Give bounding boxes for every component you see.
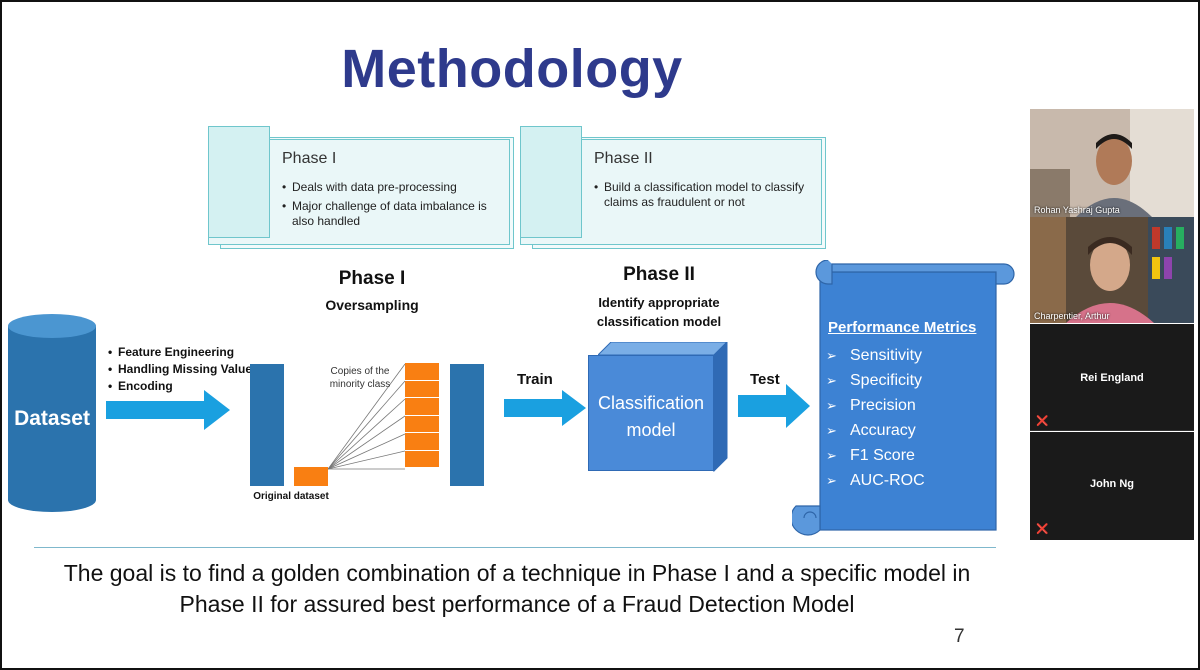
test-arrow-icon [738,384,810,428]
metric-item: Specificity [826,368,925,393]
phase2-subheading: Identify appropriate classification mode… [596,295,722,329]
participant-tile[interactable]: Charpentier, Arthur [1030,217,1194,323]
phase2-heading: Phase II [623,264,695,285]
phase1-subheading: Oversampling [325,297,419,313]
metric-item: Precision [826,393,925,418]
mic-muted-icon: ❌ [1036,416,1049,427]
train-arrow-icon [504,390,586,426]
slide-title: Methodology [341,39,683,99]
participant-video [1030,217,1194,323]
participant-name: Rei England [1080,372,1144,384]
minority-copy-cell [405,433,439,451]
participant-tile[interactable]: Rei England ❌ [1030,324,1194,431]
list-item: Build a classification model to classify… [594,180,816,210]
phase2-card-bullets: Build a classification model to classify… [594,180,816,214]
minority-copy-cell [405,398,439,416]
list-item: Feature Engineering [108,344,252,361]
copies-lines [328,363,406,470]
dataset-label: Dataset [14,407,90,430]
dataset-cylinder [8,314,96,512]
mic-muted-icon: ❌ [1036,524,1049,535]
participant-name: Rohan Yashraj Gupta [1034,205,1120,215]
phase2-card-title: Phase II [594,150,653,167]
participant-video [1030,109,1194,217]
phase1-card-tab [208,126,270,238]
minority-copy-cell [405,415,439,433]
classification-model-label: Classification model [597,393,705,440]
minority-class-bar [294,467,328,486]
list-item: Handling Missing Value [108,361,252,378]
participant-tile[interactable]: John Ng ❌ [1030,432,1194,540]
test-label: Test [750,371,780,388]
model-cube-icon [598,342,728,472]
list-item: Encoding [108,378,252,395]
balanced-class-bar [450,364,484,486]
metrics-title: Performance Metrics [828,319,977,336]
copies-label: Copies of the minority class [329,366,391,390]
train-label: Train [517,371,553,388]
minority-copies-stack [405,363,439,468]
metric-item: Accuracy [826,418,925,443]
phase1-card-bullets: Deals with data pre-processing Major cha… [282,180,504,233]
list-item: Major challenge of data imbalance is als… [282,199,504,229]
metric-item: F1 Score [826,443,925,468]
minority-copy-cell [405,380,439,398]
metric-item: AUC-ROC [826,468,925,493]
preprocessing-list: Feature Engineering Handling Missing Val… [108,344,252,395]
metric-item: Sensitivity [826,343,925,368]
phase2-card-tab [520,126,582,238]
minority-copy-cell [405,363,439,381]
participant-name: Charpentier, Arthur [1034,311,1110,321]
divider-line [34,547,996,548]
classification-model-box [588,355,714,471]
minority-copy-cell [405,450,439,468]
majority-class-bar [250,364,284,486]
phase1-card-title: Phase I [282,150,337,167]
participant-tile[interactable]: Rohan Yashraj Gupta [1030,109,1194,217]
goal-statement: The goal is to find a golden combination… [63,560,971,617]
page-number: 7 [954,626,965,647]
phase1-heading: Phase I [338,268,406,289]
list-item: Deals with data pre-processing [282,180,504,195]
participant-name: John Ng [1090,478,1134,490]
original-dataset-label: Original dataset [253,491,329,502]
metrics-list: Sensitivity Specificity Precision Accura… [826,343,925,493]
preprocess-arrow-icon [106,390,230,430]
